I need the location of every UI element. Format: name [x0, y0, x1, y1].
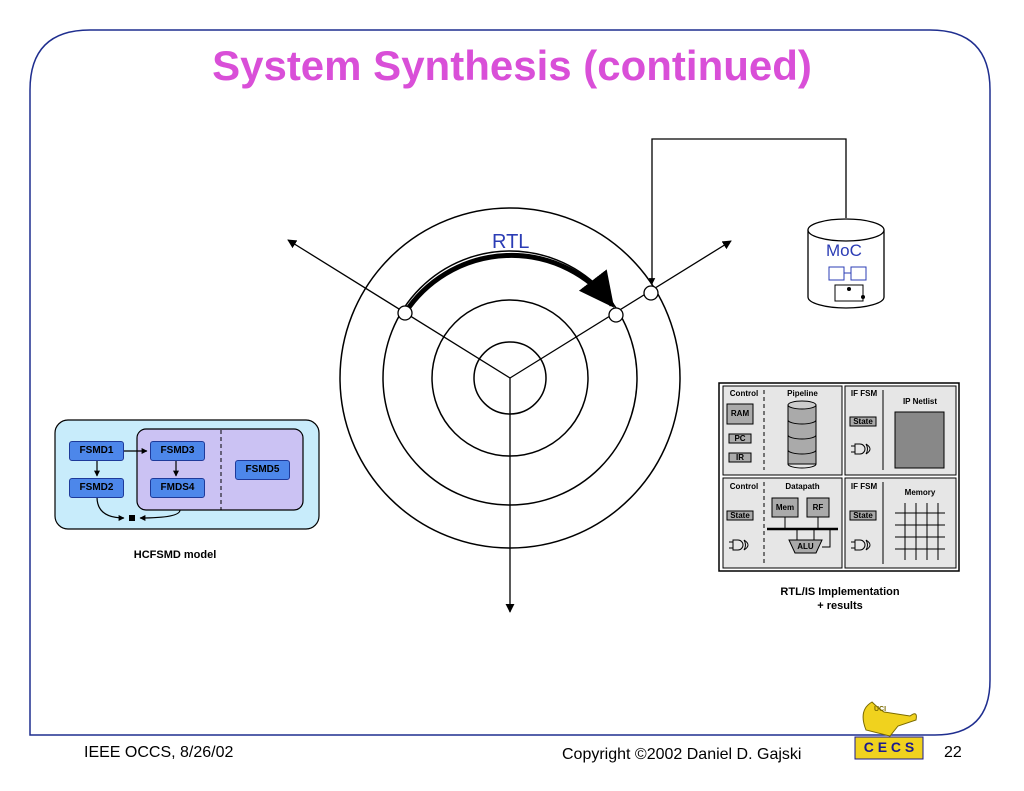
pc-label: PC — [734, 434, 746, 443]
cecs-logo — [854, 701, 924, 760]
pc-register — [728, 433, 752, 444]
fmds4-box: FMDS4 — [150, 478, 205, 498]
pipeline-label: Pipeline — [787, 389, 818, 398]
logic-gate-icon-if-fsm — [851, 539, 871, 551]
if-fsm-label-bottom: IF FSM — [850, 482, 878, 491]
y-chart — [287, 138, 847, 613]
alu-label: ALU — [797, 542, 814, 551]
fsmd3-box: FSMD3 — [150, 441, 205, 461]
state-label-if-fsm: State — [853, 511, 873, 520]
footer-venue: IEEE OCCS, 8/26/02 — [84, 744, 234, 761]
ip-netlist-label: IP Netlist — [902, 397, 938, 406]
moc-cylinder — [807, 218, 885, 309]
alu-block — [788, 539, 823, 554]
fsmd2-box: FSMD2 — [69, 478, 124, 498]
rf-label: RF — [812, 503, 824, 512]
footer-copyright: Copyright ©2002 Daniel D. Gajski — [562, 746, 802, 763]
cecs-logo-uci: UCI — [873, 706, 887, 713]
moc-state-box-2 — [850, 266, 867, 281]
memory-grid — [895, 503, 945, 560]
slide-frame — [29, 29, 991, 736]
ram-block — [726, 403, 754, 425]
state-label-top: State — [853, 417, 873, 426]
control-datapath-cell — [722, 477, 843, 569]
system-structure-node — [643, 285, 659, 301]
moc-label: MoC — [826, 241, 862, 260]
if-fsm-label-top: IF FSM — [850, 389, 878, 398]
fsmd1-box: FSMD1 — [69, 441, 124, 461]
logic-gate-icon — [851, 443, 871, 455]
rtl-impl-caption-line2: + results — [817, 600, 863, 612]
state-label-control: State — [730, 511, 750, 520]
cecs-logo-bar — [854, 736, 924, 760]
rtl-label: RTL — [492, 231, 529, 253]
hcfsmd-final-state — [129, 515, 135, 521]
state-box-control — [726, 510, 754, 521]
rtl-impl-caption-line1: RTL/IS Implementation — [780, 586, 900, 598]
rtl-behavior-node — [397, 305, 413, 321]
logic-gate-icon-control — [729, 539, 749, 551]
fsmd5-box: FSMD5 — [235, 460, 290, 480]
moc-state-box-1 — [828, 266, 845, 281]
ir-register — [728, 452, 752, 463]
control-label-top: Control — [729, 389, 759, 398]
ip-netlist-block — [894, 411, 945, 469]
slide-title: System Synthesis (continued) — [212, 42, 812, 89]
ir-label: IR — [736, 453, 744, 462]
anteater-figure — [862, 701, 917, 737]
moc-feedback-line — [648, 138, 847, 285]
moc-state-box-3 — [834, 284, 864, 302]
control-label-bottom: Control — [729, 482, 759, 491]
cecs-logo-text: C E C S — [863, 739, 915, 755]
ram-label: RAM — [730, 409, 750, 418]
rtl-implementation — [718, 382, 960, 572]
mem-label: Mem — [775, 503, 795, 512]
rtl-arc-arrow — [402, 253, 615, 315]
rtl-structure-node — [608, 307, 624, 323]
page-number: 22 — [944, 744, 962, 761]
pipeline-stack — [787, 400, 817, 469]
hcfsmd-caption: HCFSMD model — [133, 549, 217, 561]
if-fsm-state-box-top — [849, 416, 877, 427]
memory-label: Memory — [904, 488, 936, 497]
state-box-if-fsm — [849, 510, 877, 521]
datapath-label: Datapath — [785, 482, 820, 491]
